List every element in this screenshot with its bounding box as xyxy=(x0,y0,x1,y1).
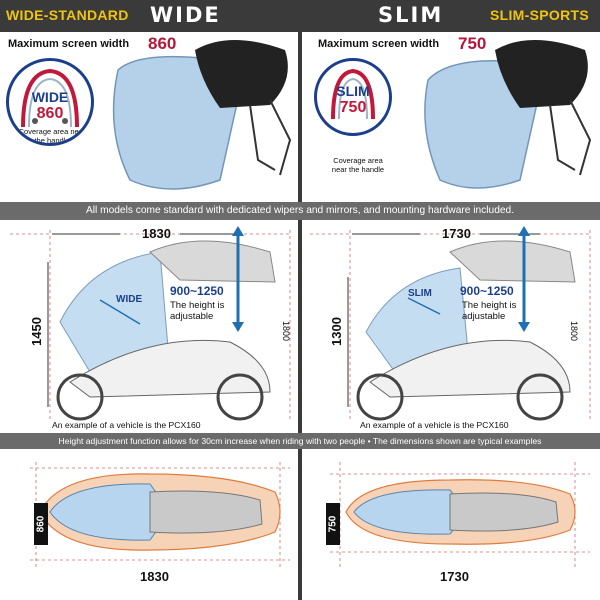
column-divider-bottom xyxy=(298,449,302,600)
wide-example-note: An example of a vehicle is the PCX160 xyxy=(52,420,201,430)
wide-length-top: 1830 xyxy=(142,226,171,241)
slim-height: 1300 xyxy=(328,317,344,346)
slim-windscreen-image xyxy=(424,40,592,189)
slim-max-width-label: Maximum screen width xyxy=(318,38,440,50)
slim-height-note: The height is adjustable xyxy=(462,300,517,322)
slim-example-note: An example of a vehicle is the PCX160 xyxy=(360,420,509,430)
wide-bottom-length: 1830 xyxy=(140,569,169,584)
wide-header: WIDE-STANDARD WIDE xyxy=(0,0,300,32)
slim-length-top: 1730 xyxy=(442,226,471,241)
wide-max-width-label: Maximum screen width xyxy=(8,38,130,50)
wide-max-width-value: 860 xyxy=(148,34,177,53)
wide-header-label: WIDE-STANDARD xyxy=(6,7,129,23)
slim-top-width: 750 xyxy=(327,515,339,533)
slim-badge-caption: Coverage area near the handle xyxy=(331,156,385,174)
column-divider-middle xyxy=(298,220,302,433)
wide-side-view xyxy=(10,226,291,422)
slim-header-title: SLIM xyxy=(378,3,444,27)
slim-top-width-box: 750 xyxy=(326,503,340,545)
slim-top-view xyxy=(330,462,590,568)
wide-height-range: 900~1250 xyxy=(170,284,224,298)
slim-side-view xyxy=(310,226,591,422)
slim-header: SLIM SLIM-SPORTS xyxy=(300,0,600,32)
wide-windscreen-image xyxy=(112,40,292,190)
wide-header-title: WIDE xyxy=(150,3,221,27)
wide-badge-value: 860 xyxy=(36,105,64,122)
slim-max-width-value: 750 xyxy=(458,34,487,53)
slim-badge-name: SLIM xyxy=(336,83,370,99)
wide-side-height: 1800 xyxy=(281,320,292,342)
wide-column: WIDE-STANDARD WIDE Maximum screen width … xyxy=(0,0,300,584)
slim-column: SLIM SLIM-SPORTS Maximum screen width 75… xyxy=(300,0,600,600)
wide-top-width: 860 xyxy=(35,515,47,533)
slim-side-height: 1800 xyxy=(569,320,580,342)
handle-arch-icon xyxy=(331,68,375,120)
wide-badge-caption: Coverage area near the handle xyxy=(18,127,86,145)
wide-top-view xyxy=(30,462,290,568)
standard-equipment-banner: All models come standard with dedicated … xyxy=(0,202,600,220)
wide-height-note: The height is adjustable xyxy=(170,300,225,322)
wide-top-width-box: 860 xyxy=(34,503,48,545)
handle-arch-icon xyxy=(21,68,79,128)
slim-badge-value: 750 xyxy=(339,99,367,116)
wide-badge-name: WIDE xyxy=(31,89,69,105)
wide-coverage-badge: WIDE 860 Coverage area near the handle xyxy=(6,58,94,146)
slim-bottom-length: 1730 xyxy=(440,569,469,584)
slim-coverage-badge: SLIM 750 xyxy=(314,58,392,136)
column-divider-top xyxy=(298,32,302,202)
height-adjust-banner: Height adjustment function allows for 30… xyxy=(0,433,600,449)
slim-tag: SLIM xyxy=(408,288,432,299)
wide-tag: WIDE xyxy=(116,294,143,305)
wide-height: 1450 xyxy=(28,317,44,346)
slim-header-label: SLIM-SPORTS xyxy=(490,7,589,23)
slim-height-range: 900~1250 xyxy=(460,284,514,298)
